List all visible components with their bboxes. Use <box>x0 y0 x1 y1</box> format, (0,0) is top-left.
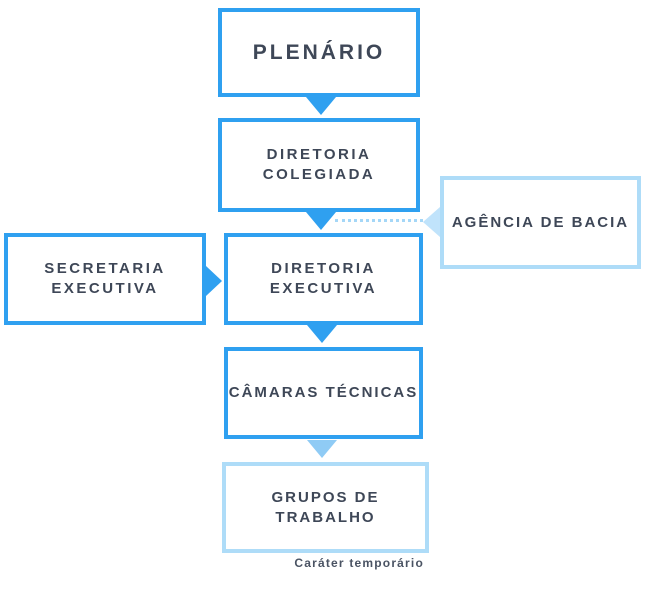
arrow-down-icon <box>306 212 336 230</box>
node-diretoria-executiva-line2: EXECUTIVA <box>269 280 378 297</box>
node-grupos-trabalho: GRUPOS DE TRABALHO <box>222 462 429 553</box>
node-camaras-tecnicas-label: CÂMARAS TÉCNICAS <box>228 384 419 402</box>
arrow-down-light-icon <box>307 440 337 458</box>
dotted-connector-line <box>335 219 423 222</box>
node-secretaria-executiva-line1: SECRETARIA <box>44 260 166 278</box>
node-diretoria-executiva-line1: DIRETORIA <box>271 260 376 278</box>
node-agencia-bacia: AGÊNCIA DE BACIA <box>440 176 641 269</box>
arrow-left-icon <box>423 207 440 237</box>
arrow-down-icon <box>306 97 336 115</box>
node-grupos-trabalho-label: GRUPOS DE TRABALHO <box>271 488 380 526</box>
node-diretoria-colegiada-line2: COLEGIADA <box>262 166 376 183</box>
node-diretoria-colegiada-line1: DIRETORIA <box>266 146 372 164</box>
temporary-character-caption: Caráter temporário <box>294 556 424 570</box>
node-secretaria-executiva-line2: EXECUTIVA <box>51 280 159 297</box>
node-plenario: PLENÁRIO <box>218 8 420 97</box>
node-diretoria-executiva: DIRETORIA EXECUTIVA <box>224 233 423 325</box>
node-agencia-bacia-label: AGÊNCIA DE BACIA <box>451 213 630 231</box>
node-diretoria-colegiada: DIRETORIA COLEGIADA <box>218 118 420 212</box>
arrow-right-icon <box>206 266 222 296</box>
arrow-down-icon <box>307 325 337 343</box>
node-plenario-label: PLENÁRIO <box>252 40 386 64</box>
node-secretaria-executiva: SECRETARIA EXECUTIVA <box>4 233 206 325</box>
node-camaras-tecnicas: CÂMARAS TÉCNICAS <box>224 347 423 439</box>
